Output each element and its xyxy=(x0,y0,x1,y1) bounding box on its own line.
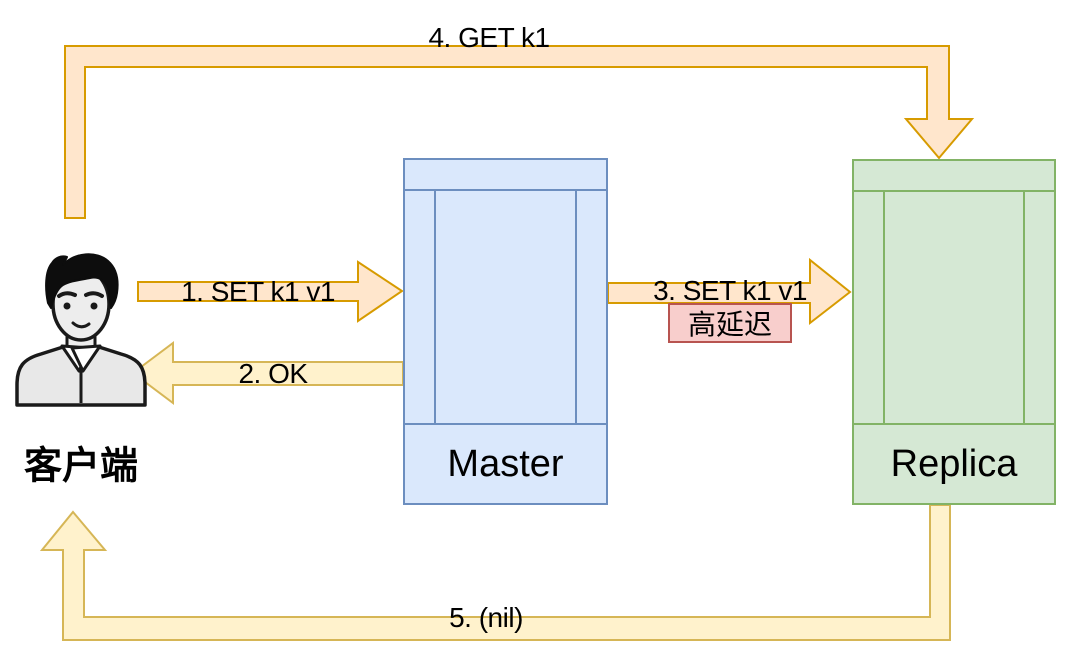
arrow-4-label: 4. GET k1 xyxy=(428,22,550,53)
client-person-icon xyxy=(15,253,147,407)
latency-note-label: 高延迟 xyxy=(687,309,772,340)
replica-right-rail xyxy=(1023,192,1054,424)
person-eye-right xyxy=(90,302,98,310)
arrow-2-label: 2. OK xyxy=(238,358,308,389)
arrow-1-shape xyxy=(137,260,404,323)
master-left-rail xyxy=(405,191,436,423)
arrow-4-shape xyxy=(64,45,975,219)
replica-label-band: Replica xyxy=(854,423,1054,503)
arrow-3-label: 3. SET k1 v1 xyxy=(653,275,807,306)
person-eyebrow-right xyxy=(84,291,104,298)
arrow-1-label: 1. SET k1 v1 xyxy=(181,276,335,307)
arrow-5-shape xyxy=(39,504,951,641)
person-smile xyxy=(71,321,91,329)
arrow-2-shape xyxy=(131,341,404,405)
arrow-3-shape xyxy=(607,257,852,326)
person-collar-right xyxy=(70,344,102,373)
master-node: Master xyxy=(403,158,608,505)
master-label: Master xyxy=(447,442,564,485)
person-hair xyxy=(45,253,119,309)
arrow-5-label: 5. (nil) xyxy=(449,602,523,633)
replica-node: Replica xyxy=(852,159,1056,505)
replica-label: Replica xyxy=(890,442,1018,485)
master-label-band: Master xyxy=(405,423,606,503)
master-right-rail xyxy=(575,191,606,423)
person-eyebrow-left xyxy=(57,291,77,298)
replica-left-rail xyxy=(854,192,885,424)
master-header xyxy=(405,160,606,191)
latency-note: 高延迟 xyxy=(668,303,792,343)
replica-header xyxy=(854,161,1054,192)
person-eye-left xyxy=(63,302,71,310)
client-label: 客户端 xyxy=(23,445,139,488)
